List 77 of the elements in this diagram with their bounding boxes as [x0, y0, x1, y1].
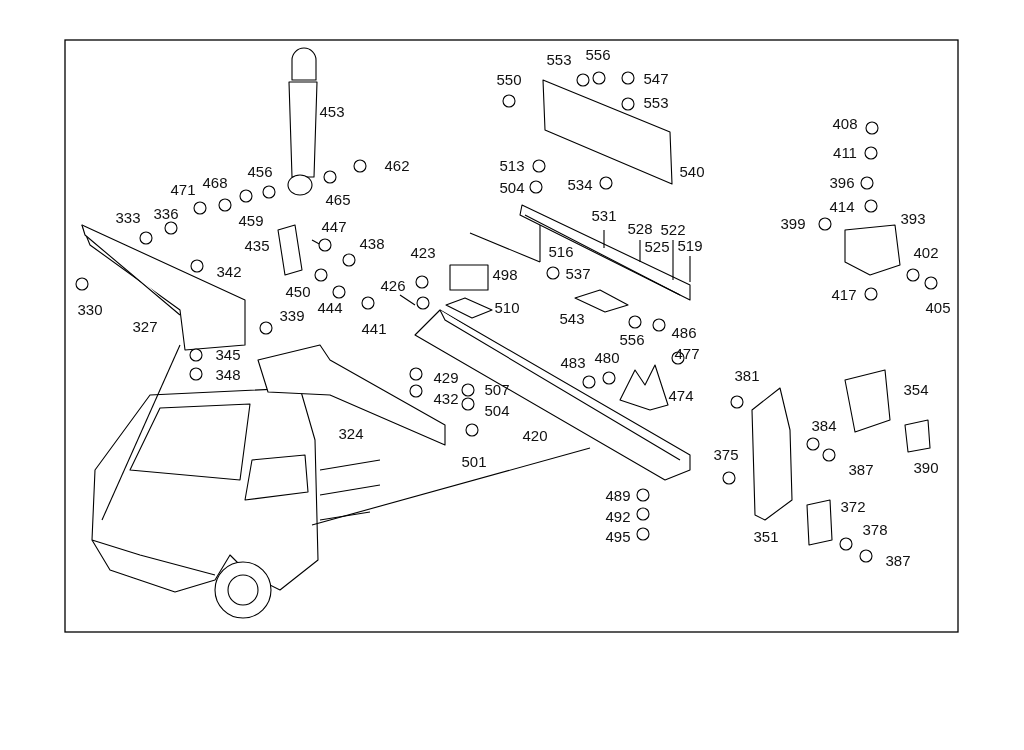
- callout-number: 498: [492, 266, 518, 284]
- callout-number: 513: [499, 157, 525, 175]
- callout-number: 435: [244, 237, 270, 255]
- callout-number: 336: [153, 205, 179, 223]
- callout-number: 429: [433, 369, 459, 387]
- callout-number: 540: [679, 163, 705, 181]
- callout-number: 441: [361, 320, 387, 338]
- callout-number: 468: [202, 174, 228, 192]
- callout-number: 504: [484, 402, 510, 420]
- callout-number: 480: [594, 349, 620, 367]
- callout-number: 495: [605, 528, 631, 546]
- callout-number: 387: [885, 552, 911, 570]
- callout-number: 333: [115, 209, 141, 227]
- callout-number: 453: [319, 103, 345, 121]
- callout-number: 543: [559, 310, 585, 328]
- callout-number: 504: [499, 179, 525, 197]
- callout-number: 471: [170, 181, 196, 199]
- callout-number: 384: [811, 417, 837, 435]
- callout-number: 534: [567, 176, 593, 194]
- callout-number: 550: [496, 71, 522, 89]
- callout-number: 390: [913, 459, 939, 477]
- callout-number: 537: [565, 265, 591, 283]
- callout-number: 420: [522, 427, 548, 445]
- callout-number: 381: [734, 367, 760, 385]
- callout-number: 444: [317, 299, 343, 317]
- callout-number: 354: [903, 381, 929, 399]
- callout-number: 528: [627, 220, 653, 238]
- callout-number: 345: [215, 346, 241, 364]
- callout-number: 483: [560, 354, 586, 372]
- callout-number: 402: [913, 244, 939, 262]
- callout-number: 324: [338, 425, 364, 443]
- callout-number: 553: [643, 94, 669, 112]
- callout-number: 330: [77, 301, 103, 319]
- callout-number: 351: [753, 528, 779, 546]
- callout-number: 553: [546, 51, 572, 69]
- callout-number: 516: [548, 243, 574, 261]
- callout-number: 510: [494, 299, 520, 317]
- callout-number: 447: [321, 218, 347, 236]
- callout-number: 547: [643, 70, 669, 88]
- callout-number: 348: [215, 366, 241, 384]
- callout-number: 456: [247, 163, 273, 181]
- callout-number: 396: [829, 174, 855, 192]
- callout-number: 414: [829, 198, 855, 216]
- callout-number: 327: [132, 318, 158, 336]
- callout-number: 507: [484, 381, 510, 399]
- callout-number: 477: [674, 345, 700, 363]
- callout-number: 372: [840, 498, 866, 516]
- callout-number: 519: [677, 237, 703, 255]
- callout-number: 462: [384, 157, 410, 175]
- callout-number: 531: [591, 207, 617, 225]
- callout-number: 501: [461, 453, 487, 471]
- callout-number: 465: [325, 191, 351, 209]
- callout-number: 450: [285, 283, 311, 301]
- callout-number: 342: [216, 263, 242, 281]
- callout-number: 423: [410, 244, 436, 262]
- callout-number: 486: [671, 324, 697, 342]
- callout-number: 405: [925, 299, 951, 317]
- callout-number: 339: [279, 307, 305, 325]
- callout-number: 411: [833, 144, 857, 162]
- callout-number: 522: [660, 221, 686, 239]
- callout-number: 556: [585, 46, 611, 64]
- callout-number: 387: [848, 461, 874, 479]
- callout-number: 399: [780, 215, 806, 233]
- callout-number: 459: [238, 212, 264, 230]
- callout-number: 408: [832, 115, 858, 133]
- callout-number: 489: [605, 487, 631, 505]
- callout-number: 393: [900, 210, 926, 228]
- callout-number: 375: [713, 446, 739, 464]
- callout-number: 426: [380, 277, 406, 295]
- callout-number: 492: [605, 508, 631, 526]
- callout-number: 417: [831, 286, 857, 304]
- callout-number: 378: [862, 521, 888, 539]
- callout-number: 556: [619, 331, 645, 349]
- callout-number: 525: [644, 238, 670, 256]
- callout-number: 474: [668, 387, 694, 405]
- callout-number: 432: [433, 390, 459, 408]
- callout-number: 438: [359, 235, 385, 253]
